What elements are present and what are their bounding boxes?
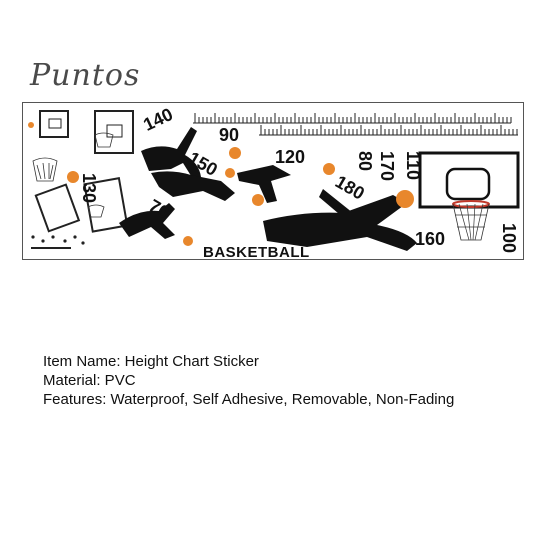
number-100: 100 bbox=[499, 223, 519, 253]
hoop-icon bbox=[34, 110, 134, 233]
number-120: 120 bbox=[275, 147, 305, 167]
number-90: 90 bbox=[219, 125, 239, 145]
sticker-title: BASKETBALL bbox=[203, 244, 310, 261]
basketball-icon bbox=[28, 122, 34, 128]
height-chart-sticker: 140 90 120 80 170 110 150 180 130 70 160… bbox=[22, 102, 524, 261]
large-hoop-icon bbox=[418, 151, 520, 241]
number-110: 110 bbox=[403, 151, 423, 180]
item-name: Item Name: Height Chart Sticker bbox=[43, 353, 259, 370]
sticker-artwork: 140 90 120 80 170 110 150 180 130 70 160… bbox=[28, 104, 520, 261]
number-180: 180 bbox=[332, 171, 368, 203]
hoop-net-icon bbox=[32, 132, 114, 218]
number-140: 140 bbox=[140, 104, 176, 135]
player-silhouette-icon bbox=[119, 127, 417, 251]
features: Features: Waterproof, Self Adhesive, Rem… bbox=[43, 391, 455, 408]
number-170: 170 bbox=[377, 151, 397, 181]
brand-logo: Puntos bbox=[30, 58, 141, 93]
number-130: 130 bbox=[79, 173, 99, 203]
product-info: Item Name: Height Chart Sticker Material… bbox=[43, 352, 454, 409]
basketball-icon bbox=[67, 147, 414, 246]
number-160: 160 bbox=[415, 229, 445, 249]
ruler-scale-icon bbox=[193, 113, 518, 136]
decorative-mini-figures bbox=[31, 235, 85, 249]
number-80: 80 bbox=[355, 151, 375, 171]
material: Material: PVC bbox=[43, 372, 136, 389]
